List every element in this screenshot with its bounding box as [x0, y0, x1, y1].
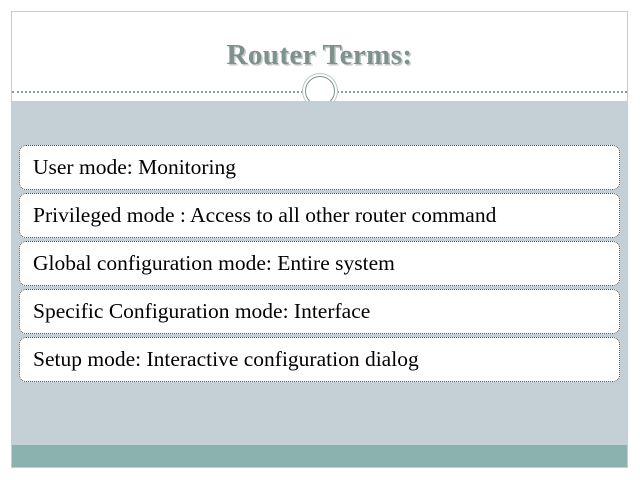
list-item: Privileged mode : Access to all other ro… — [19, 193, 620, 238]
slide-body-panel: User mode: Monitoring Privileged mode : … — [12, 101, 627, 445]
list-item: Specific Configuration mode: Interface — [19, 289, 620, 334]
list-item: User mode: Monitoring — [19, 145, 620, 190]
list-item: Setup mode: Interactive configuration di… — [19, 337, 620, 382]
slide-footer-bar — [12, 445, 627, 467]
slide-canvas: Router Terms: User mode: Monitoring Priv… — [11, 11, 628, 468]
page-title: Router Terms: — [226, 39, 413, 71]
content-list: User mode: Monitoring Privileged mode : … — [19, 145, 620, 382]
list-item: Global configuration mode: Entire system — [19, 241, 620, 286]
